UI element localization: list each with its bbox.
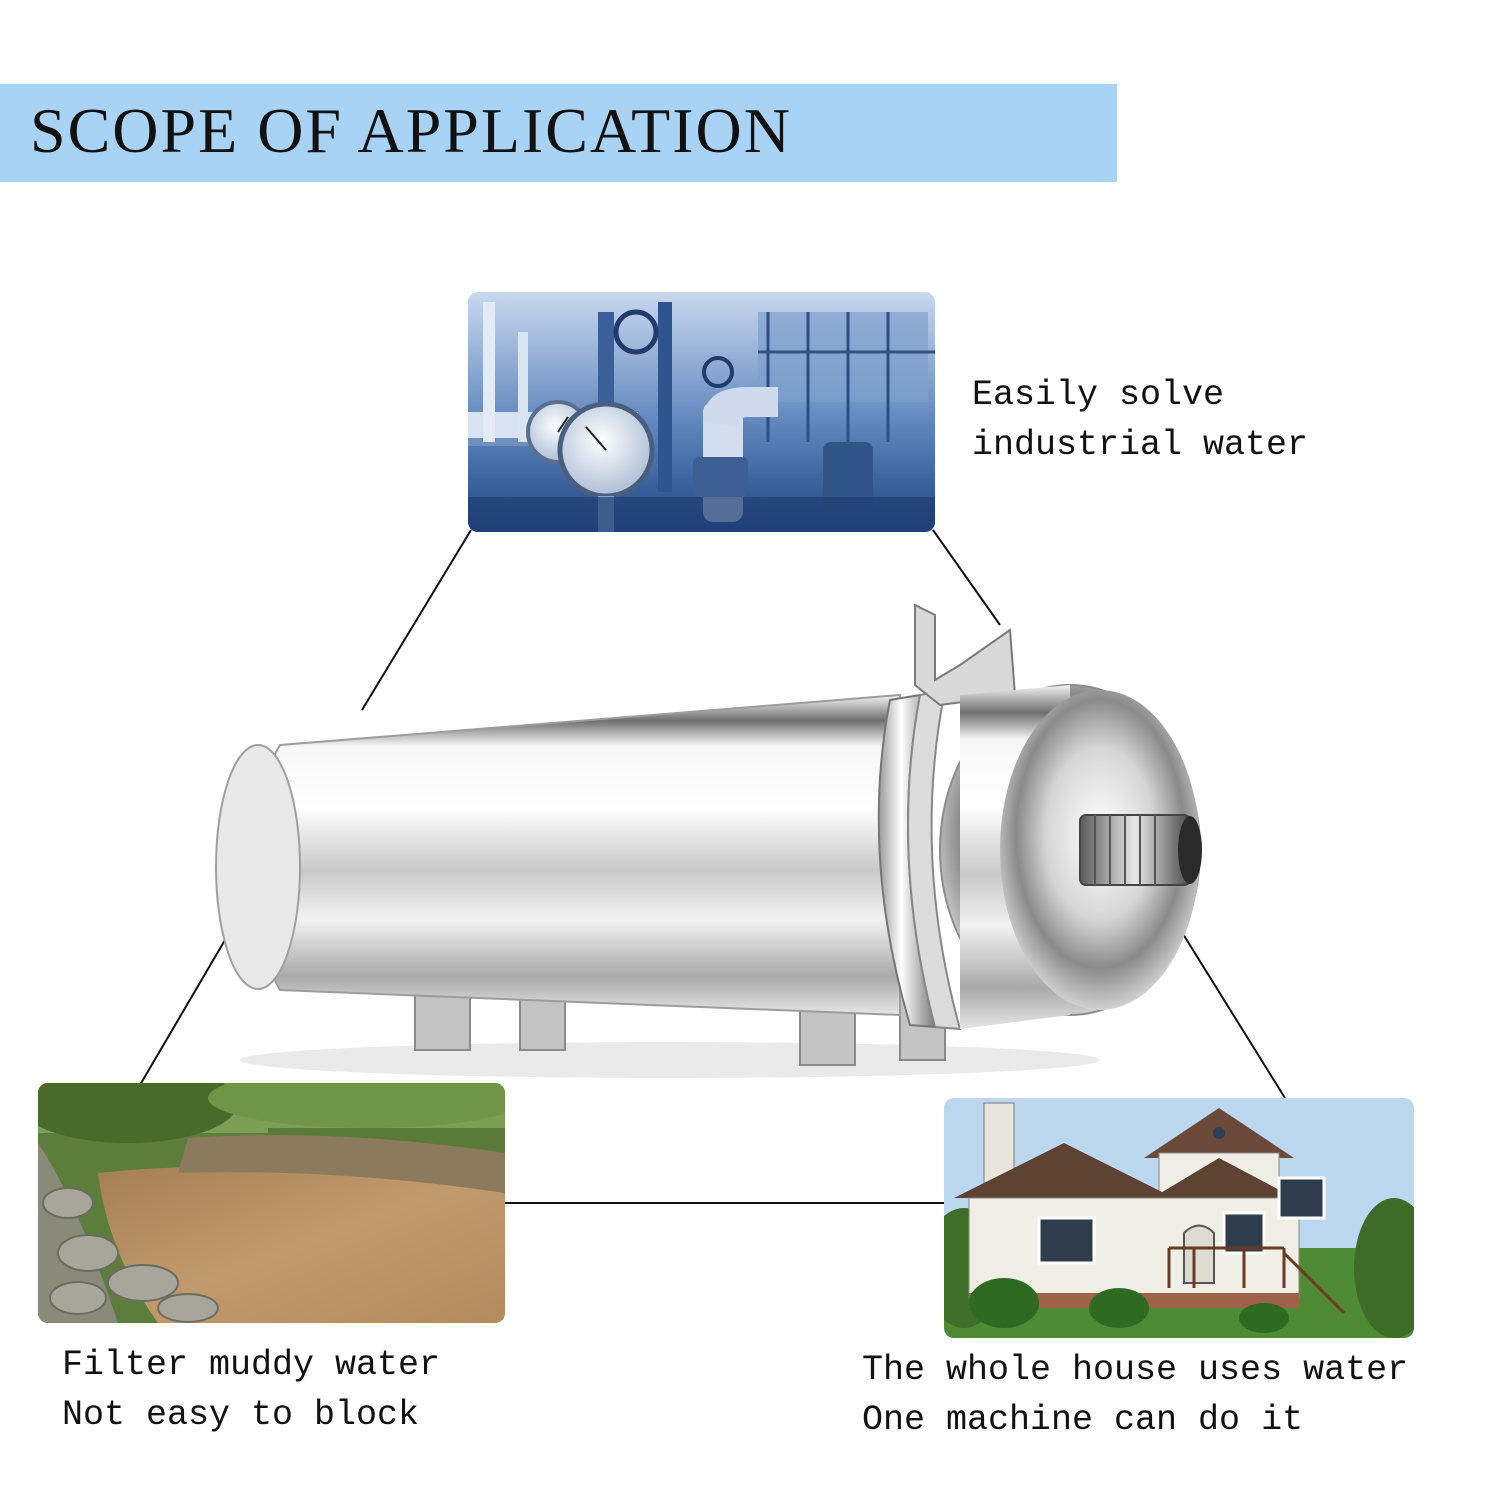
header-banner [0, 84, 1117, 182]
page-title: SCOPE OF APPLICATION [30, 95, 792, 166]
whole-house-caption-line-1: The whole house uses water [862, 1350, 1409, 1390]
industrial-caption: Easily solve industrial water [972, 370, 1308, 470]
muddy-water-caption-line-2: Not easy to block [62, 1395, 420, 1435]
whole-house-caption-line-2: One machine can do it [862, 1400, 1304, 1440]
muddy-river-image [38, 1083, 505, 1323]
muddy-water-caption: Filter muddy water Not easy to block [62, 1340, 440, 1440]
house-image [944, 1098, 1414, 1338]
industrial-caption-line-1: Easily solve [972, 375, 1225, 415]
whole-house-caption: The whole house uses water One machine c… [862, 1345, 1408, 1445]
industrial-plant-image [468, 292, 935, 532]
industrial-caption-line-2: industrial water [972, 425, 1309, 465]
water-filter-product-image [200, 595, 1210, 1095]
muddy-water-caption-line-1: Filter muddy water [62, 1345, 441, 1385]
